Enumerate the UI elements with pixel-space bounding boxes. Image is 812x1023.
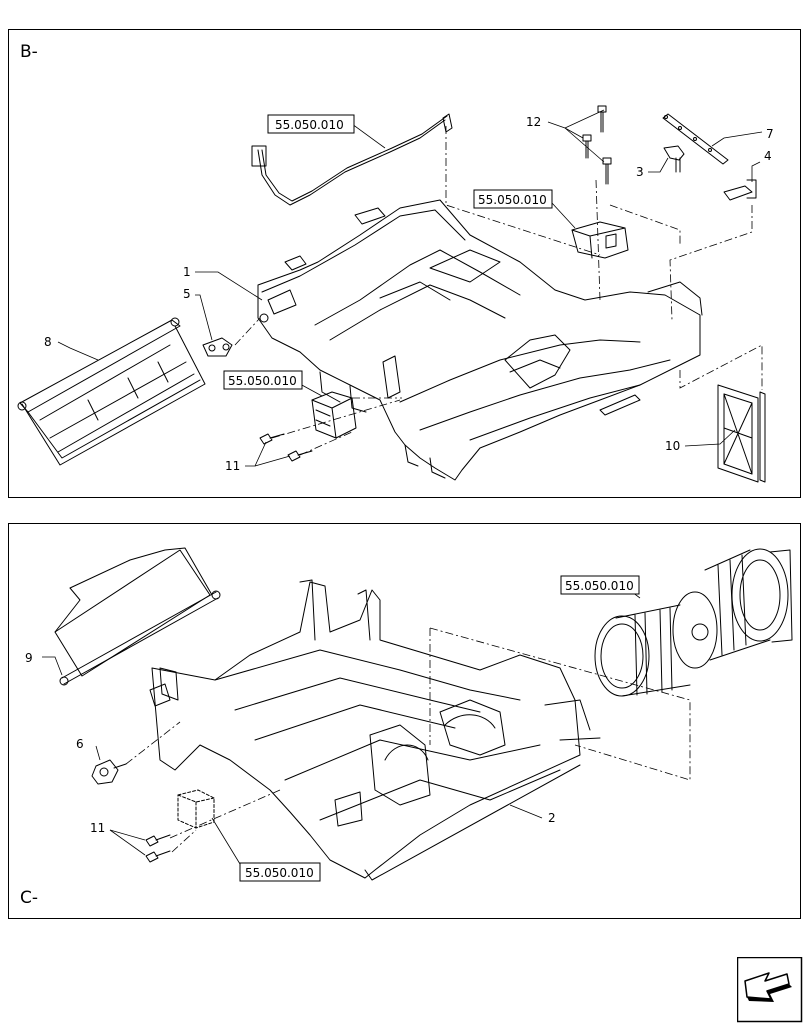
lever-4-drawing [723, 179, 757, 201]
grille-10-drawing [717, 384, 766, 483]
exploded-parts-diagram: 1 3 4 5 7 8 10 11 12 55.050.010 55.050.0… [17, 105, 793, 882]
ref-box-b-low: 55.050.010 [223, 370, 303, 390]
link-rod-7-drawing [662, 113, 729, 165]
callouts-panel-c: 2 6 9 11 [25, 651, 556, 835]
upper-housing-drawing [257, 199, 703, 481]
wire-harness-drawing [251, 113, 453, 206]
callout-5: 5 [183, 287, 191, 301]
leader-lines [42, 109, 763, 865]
panel-c-label: C- [20, 888, 39, 908]
callout-10: 10 [665, 439, 680, 453]
panel-b-label: B- [20, 42, 38, 62]
alignment-lines [125, 126, 763, 853]
screws-11-c-drawing [145, 834, 171, 863]
screws-12-drawing [582, 105, 612, 185]
resistor-block-c-drawing [177, 789, 215, 829]
callout-12: 12 [526, 115, 541, 129]
svg-text:55.050.010: 55.050.010 [565, 579, 634, 593]
svg-text:55.050.010: 55.050.010 [228, 374, 297, 388]
callout-3: 3 [636, 165, 644, 179]
callout-11-c: 11 [90, 821, 105, 835]
actuator-block-drawing [571, 221, 629, 259]
ref-box-c-resistor: 55.050.010 [239, 862, 321, 882]
callout-6: 6 [76, 737, 84, 751]
next-page-arrow-icon [737, 957, 803, 1023]
callout-8: 8 [44, 335, 52, 349]
callout-7: 7 [766, 127, 774, 141]
next-page-button[interactable] [737, 957, 803, 1023]
ref-box-b-top: 55.050.010 [267, 114, 355, 134]
callout-4: 4 [764, 149, 772, 163]
blower-motor-drawing [594, 548, 793, 697]
callout-9: 9 [25, 651, 33, 665]
svg-text:55.050.010: 55.050.010 [275, 118, 344, 132]
ref-box-b-mid: 55.050.010 [473, 189, 553, 209]
svg-text:55.050.010: 55.050.010 [478, 193, 547, 207]
filter-cover-9-drawing [54, 547, 221, 686]
lower-housing-drawing [149, 579, 601, 881]
clip-5-drawing [202, 337, 233, 357]
screws-11-b-drawing [259, 433, 313, 462]
svg-text:55.050.010: 55.050.010 [245, 866, 314, 880]
ref-box-c-blower: 55.050.010 [560, 575, 640, 595]
callout-11-b: 11 [225, 459, 240, 473]
sensor-6-drawing [91, 759, 127, 785]
callout-1: 1 [183, 265, 191, 279]
callout-2: 2 [548, 811, 556, 825]
callouts-panel-b: 1 3 4 5 7 8 10 11 12 [44, 115, 774, 473]
panel-c: C- [8, 523, 801, 919]
lever-3-drawing [663, 145, 685, 173]
filter-cover-8-drawing [17, 317, 206, 466]
